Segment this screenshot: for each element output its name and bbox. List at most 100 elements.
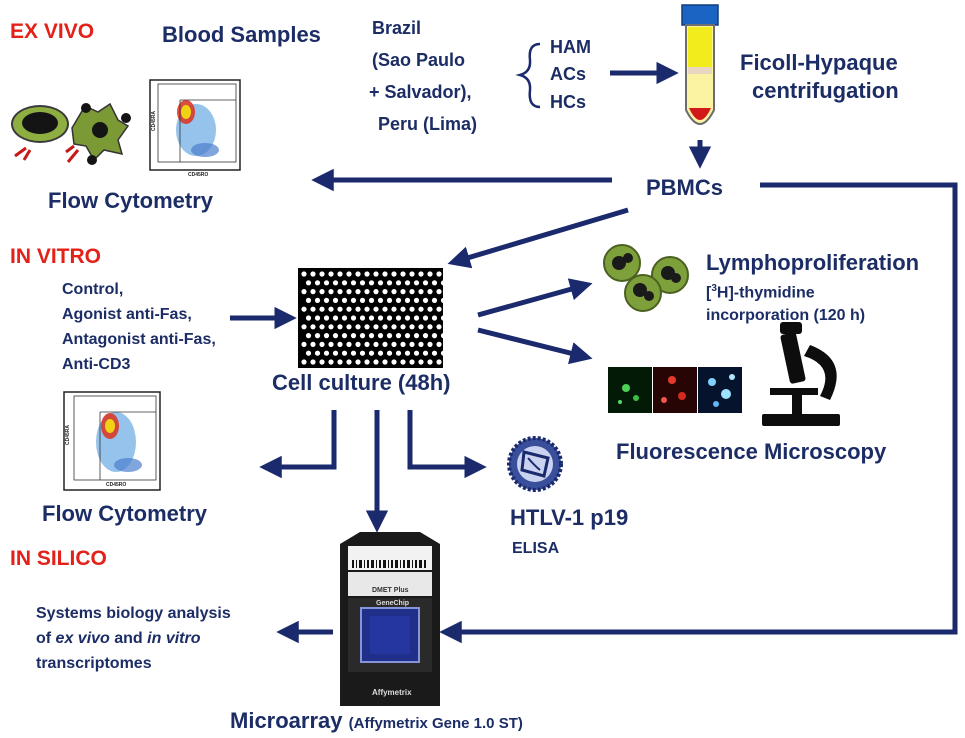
fluorescence-images-icon [608,367,742,413]
location-line: + Salvador), [369,82,472,102]
plate-well [337,306,343,312]
group-label: HCs [550,92,587,112]
chip-product-label: DMET Plus [372,587,409,594]
plate-well [346,341,352,347]
systems-line2: of ex vivo and in vitro [36,630,201,647]
lymphoproliferation-label: Lymphoproliferation [706,250,920,275]
plate-well [319,359,325,365]
plate-well [350,350,357,356]
plate-well [350,280,357,286]
plate-well [314,350,321,356]
plate-well [346,306,352,312]
plate-well [355,324,361,330]
plate-well [373,271,379,277]
plate-well [328,341,334,347]
proliferating-cells-icon [603,244,689,312]
arrow-pbmcs-to-microarray [439,182,958,644]
plate-well [310,306,316,312]
plate-well [377,350,384,356]
plate-well [319,271,325,277]
location-line: Peru (Lima) [378,114,478,134]
plate-well [323,280,330,286]
cell-culture-label: Cell culture (48h) [272,370,451,395]
plate-well [350,333,357,339]
plate-well [332,297,339,303]
plate-well [314,315,321,321]
plate-well [409,324,415,330]
plate-well [310,341,316,347]
plate-well [301,341,307,347]
plate-well [368,333,375,339]
plate-well [436,306,442,312]
plate-well [391,324,397,330]
plate-well [395,350,402,356]
plate-well [314,297,321,303]
group-label: HAM [550,37,591,57]
plate-well [310,359,316,365]
treatment-item: Control, [62,281,124,298]
plate-well [409,341,415,347]
plate-well [409,306,415,312]
incorporation-label: incorporation (120 h) [706,307,866,324]
plate-well [377,297,384,303]
group-label: ACs [550,64,587,84]
plate-well [427,359,433,365]
plate-well [364,271,370,277]
plate-well [332,350,339,356]
plate-well [418,359,424,365]
plate-well [364,359,370,365]
arrow-culture-to-flow [259,410,337,479]
plate-well [373,289,379,295]
plate-well [373,324,379,330]
plate-well [404,350,411,356]
plate-well [341,280,348,286]
plate-well [305,280,312,286]
plate-well [431,350,438,356]
plate-well [386,297,393,303]
plate-well [427,306,433,312]
plate-well [301,271,307,277]
plate-well [404,333,411,339]
plate-well [436,289,442,295]
plate-well [373,341,379,347]
plate-well [337,289,343,295]
arrow-pbmcs-to-culture [447,207,629,269]
plate-well [337,271,343,277]
plate-well [314,333,321,339]
plate-well [310,271,316,277]
systems-line3: transcriptomes [36,655,152,672]
plate-well [355,271,361,277]
plate-well [364,289,370,295]
plate-well [413,280,420,286]
plate-well [386,350,393,356]
plate-well [427,271,433,277]
plate-well [341,350,348,356]
plate-well [382,289,388,295]
plate-well [337,324,343,330]
location-line: (Sao Paulo [372,50,466,70]
plate-well [301,359,307,365]
plate-well [413,350,420,356]
plate-well [400,341,406,347]
plate-well [413,315,420,321]
plate-well [422,297,429,303]
plate-well [400,306,406,312]
plate-well [319,324,325,330]
plate-well [418,324,424,330]
plate-well [332,333,339,339]
microarray-chip-icon [340,532,440,706]
plate-well [328,289,334,295]
plate-well [328,324,334,330]
plate-well [355,306,361,312]
plate-well [422,350,429,356]
plate-well [382,324,388,330]
plate-well [391,306,397,312]
fluorescence-label: Fluorescence Microscopy [616,439,887,464]
plate-well [359,350,366,356]
plate-well [364,306,370,312]
ficoll-label-line2: centrifugation [752,78,899,103]
plot-top-xlabel: CD45RO [188,172,209,178]
plate-well [346,289,352,295]
plate-well [341,315,348,321]
elisa-label: ELISA [512,540,560,557]
